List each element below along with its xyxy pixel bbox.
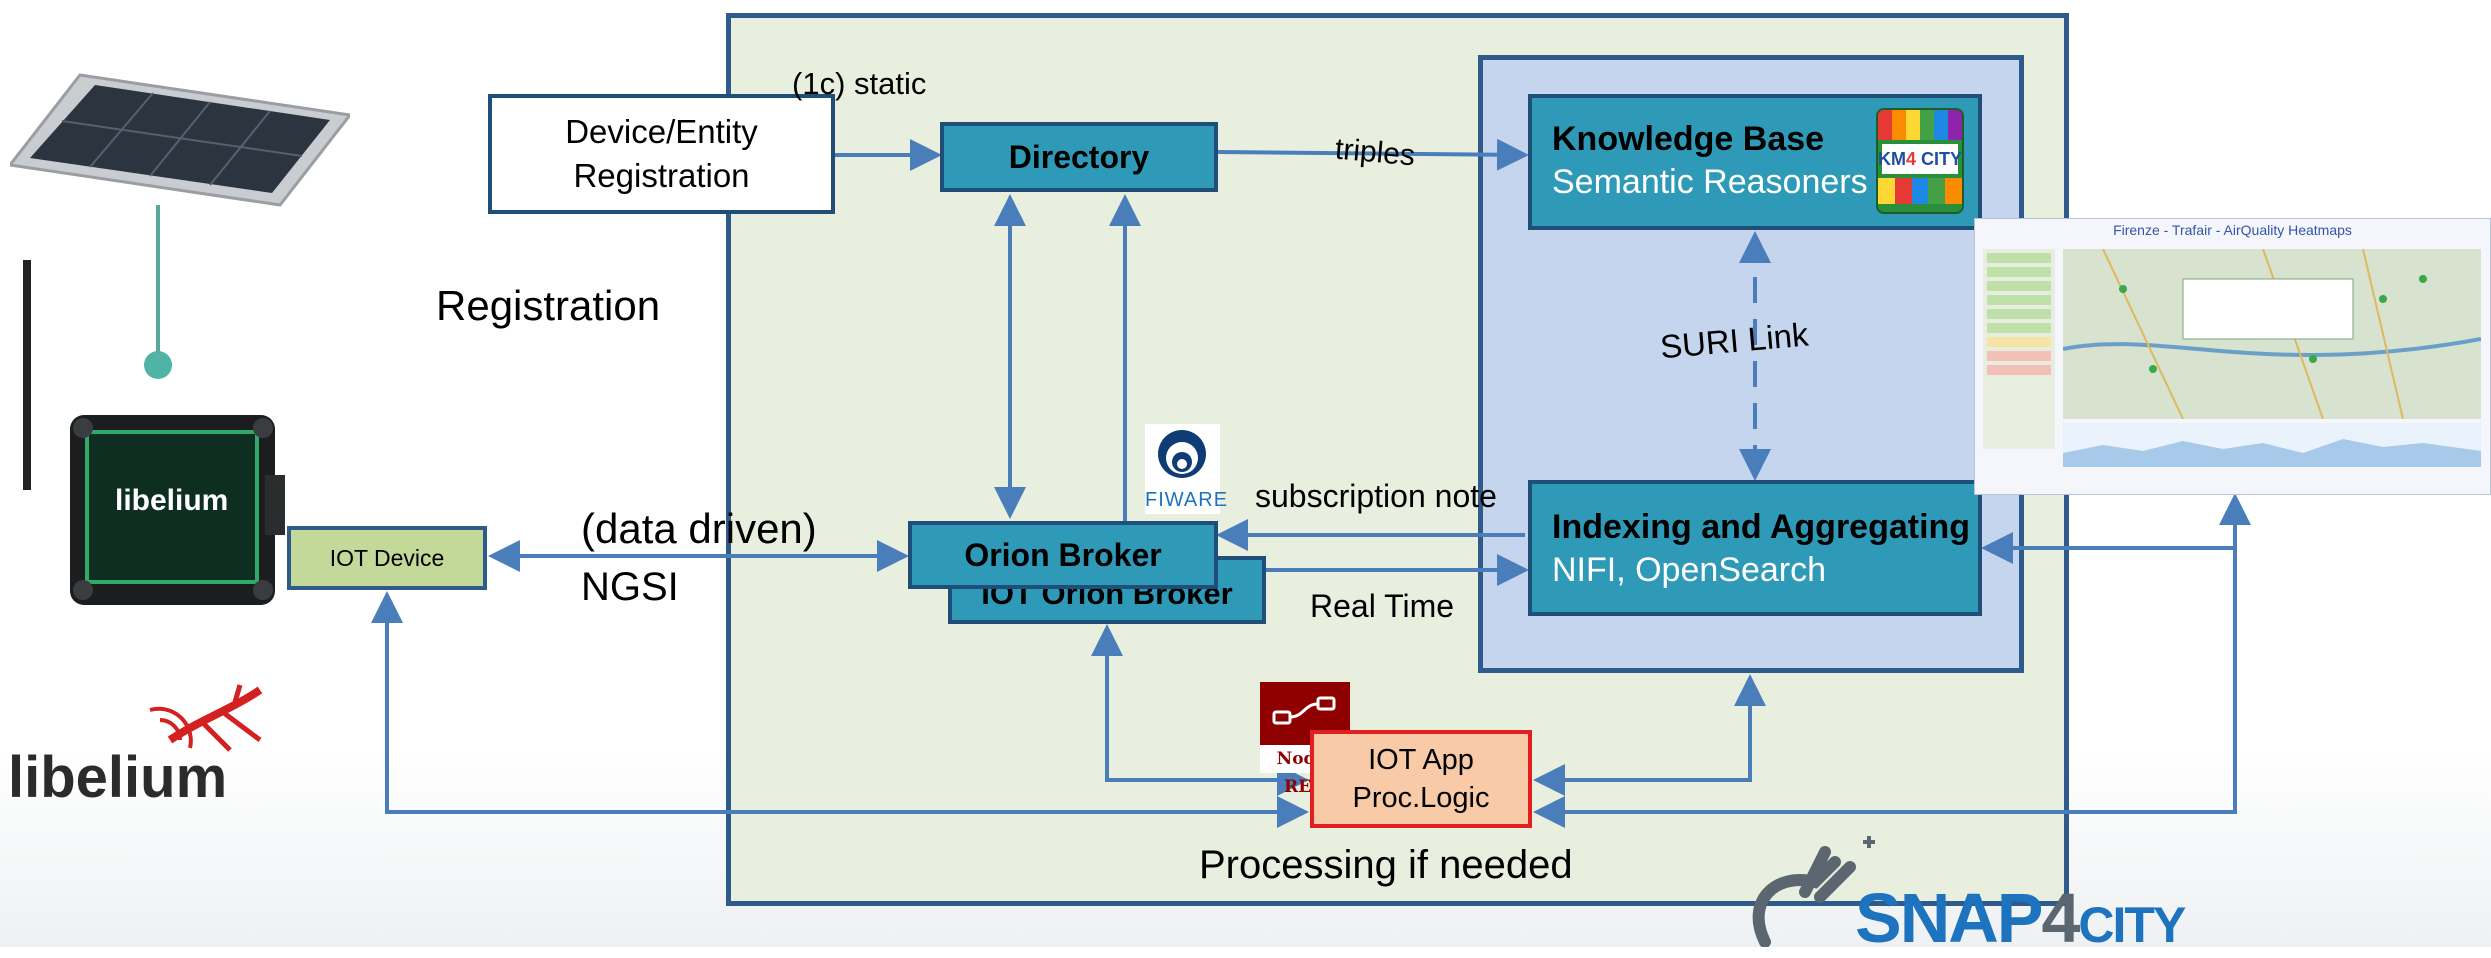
data-driven-label: (data driven) bbox=[581, 505, 817, 552]
orion-broker-box: Orion Broker bbox=[908, 521, 1218, 589]
arrow-iotapp-indexing bbox=[1533, 674, 1766, 796]
arrow-device-iotapp bbox=[371, 591, 1309, 828]
heatmap-timeseries-line bbox=[2063, 439, 2481, 467]
libelium-device-label: libelium bbox=[115, 484, 229, 517]
iot-app-proc-logic-box: IOT App Proc.Logic bbox=[1310, 730, 1532, 828]
heatmap-timeseries bbox=[2063, 423, 2481, 467]
indexing-title: Indexing and Aggregating bbox=[1552, 508, 1971, 546]
registration-box-line2: Registration bbox=[573, 157, 750, 194]
snap4city-hand-icon bbox=[1752, 836, 1875, 947]
libelium-mosquito-icon bbox=[149, 684, 263, 752]
iot-device-box: IOT Device bbox=[287, 526, 487, 590]
heatmap-map bbox=[2062, 248, 2482, 420]
fiware-swirl-icon bbox=[1158, 430, 1206, 478]
directory-box: Directory bbox=[940, 122, 1218, 192]
indexing-aggregating-box: Indexing and Aggregating NIFI, OpenSearc… bbox=[1528, 480, 1982, 616]
km4city-colorbar bbox=[1878, 110, 1962, 140]
snap4city-logo: SNAP4CITY bbox=[1745, 832, 2265, 957]
heatmap-sidebar bbox=[1983, 249, 2055, 449]
airquality-heatmap-dashboard: Firenze - Trafair - AirQuality Heatmaps bbox=[1974, 218, 2491, 495]
triples-label: triples bbox=[1333, 132, 1417, 173]
snap4city-text: SNAP4CITY bbox=[1855, 879, 2186, 957]
arrow-triples bbox=[1217, 138, 1529, 171]
heatmap-roads bbox=[2062, 248, 2482, 420]
node-red-icon bbox=[1272, 696, 1336, 725]
registration-label: Registration bbox=[436, 282, 661, 329]
processing-label: Processing if needed bbox=[1199, 843, 1573, 887]
real-time-label: Real Time bbox=[1310, 588, 1455, 624]
device-entity-registration-box: Device/Entity Registration bbox=[488, 94, 835, 214]
registration-box-line1: Device/Entity bbox=[565, 113, 758, 150]
iot-app-line2: Proc.Logic bbox=[1352, 782, 1490, 814]
solar-panel-image bbox=[10, 73, 350, 379]
libelium-device-image bbox=[23, 260, 285, 605]
ngsi-label: NGSI bbox=[581, 565, 679, 609]
knowledge-base-title: Knowledge Base bbox=[1552, 120, 1825, 158]
knowledge-base-subtitle: Semantic Reasoners bbox=[1552, 163, 1868, 201]
heatmap-title: Firenze - Trafair - AirQuality Heatmaps bbox=[2113, 222, 2352, 238]
indexing-subtitle: NIFI, OpenSearch bbox=[1552, 551, 1827, 589]
fiware-text: FIWARE bbox=[1145, 489, 1229, 511]
subscription-note-label: subscription note bbox=[1255, 478, 1497, 514]
iot-app-line1: IOT App bbox=[1368, 744, 1474, 776]
arrow-iotapp-dashboard bbox=[1533, 493, 2251, 828]
static-label: (1c) static bbox=[792, 66, 927, 101]
libelium-logo-text: libelium bbox=[8, 745, 228, 810]
km4city-colorbar-bottom bbox=[1878, 178, 1962, 204]
fiware-logo: FIWARE bbox=[1145, 424, 1229, 514]
